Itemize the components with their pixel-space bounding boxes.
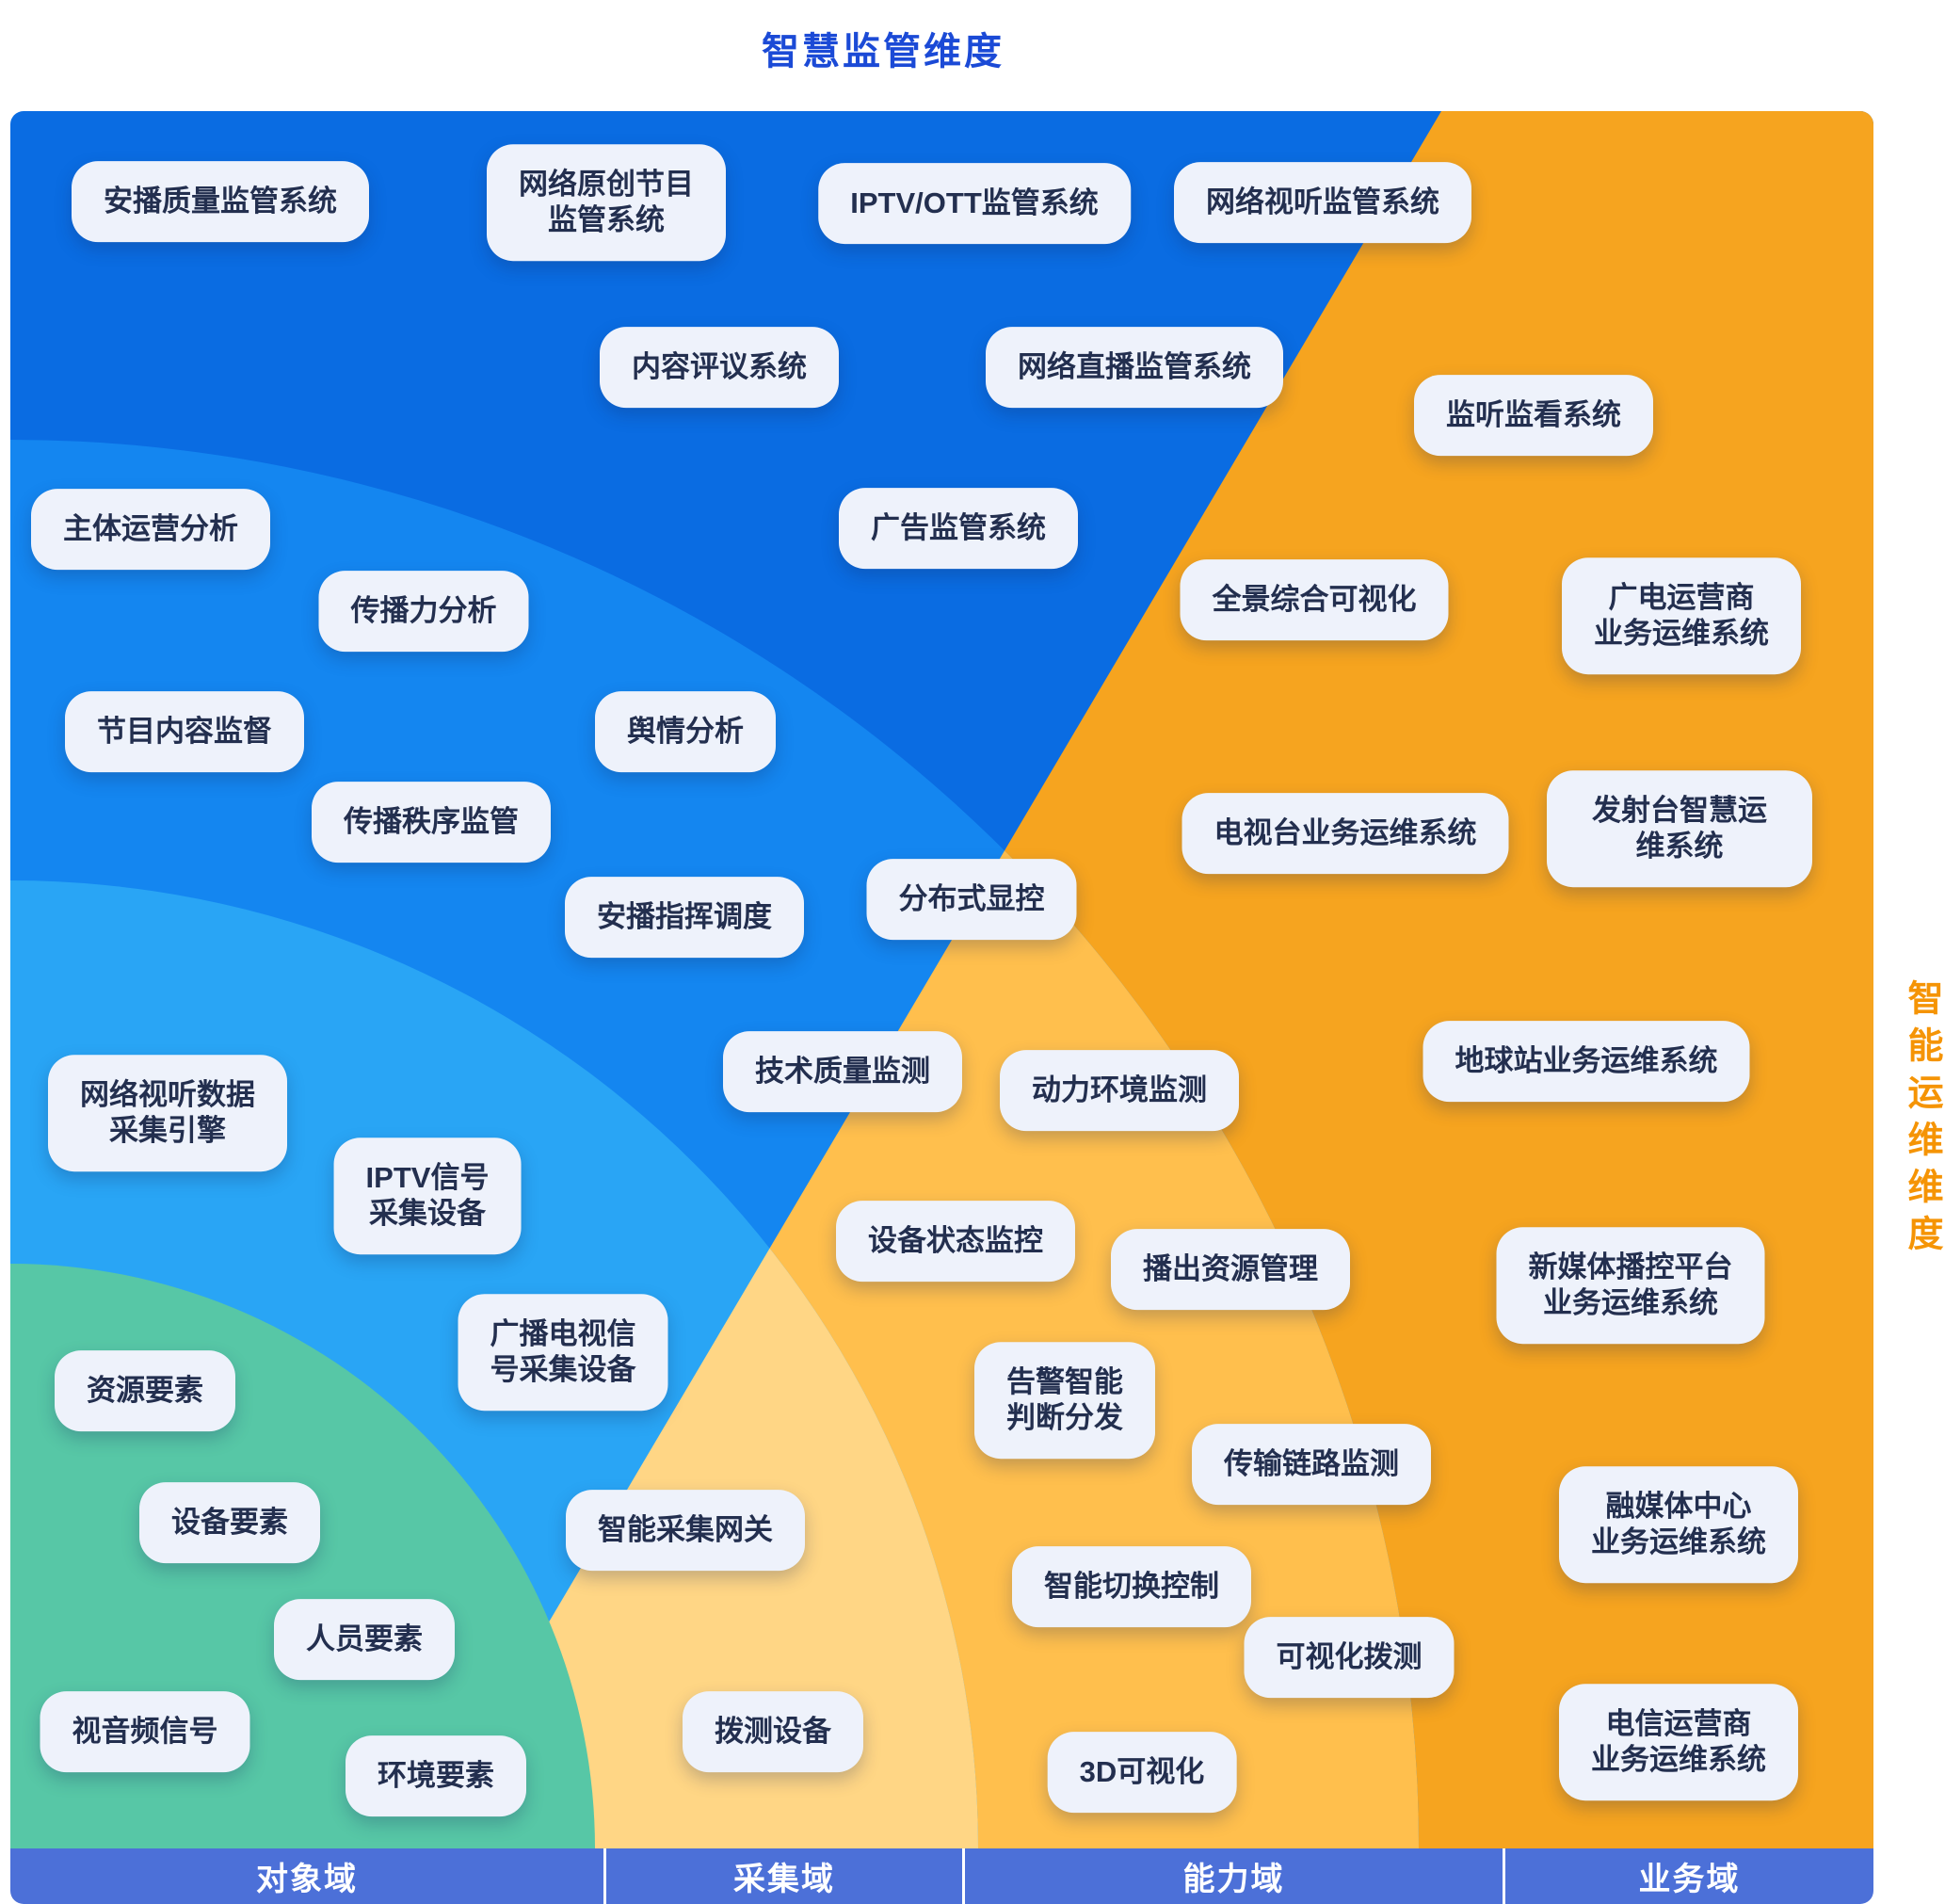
- domain-capability: 能力域: [962, 1848, 1503, 1904]
- node-pill: 智能采集网关: [566, 1490, 805, 1571]
- node-pill: 全景综合可视化: [1180, 559, 1449, 640]
- node-pill: 环境要素: [346, 1735, 526, 1816]
- node-pill: 电信运营商 业务运维系统: [1559, 1684, 1798, 1800]
- node-pill: IPTV/OTT监管系统: [818, 163, 1131, 244]
- domain-collection: 采集域: [603, 1848, 962, 1904]
- node-pill: 内容评议系统: [600, 327, 839, 408]
- node-pill: 广播电视信 号采集设备: [458, 1294, 668, 1411]
- node-pill: 可视化拨测: [1244, 1617, 1455, 1698]
- node-pill: 电视台业务运维系统: [1181, 793, 1509, 874]
- node-pill: 新媒体播控平台 业务运维系统: [1496, 1227, 1765, 1344]
- node-pill: 动力环境监测: [1000, 1050, 1239, 1131]
- node-pill: 广告监管系统: [839, 488, 1078, 569]
- page-title: 智慧监管维度: [762, 31, 1005, 73]
- node-pill: 主体运营分析: [31, 489, 270, 570]
- node-pill: 发射台智慧运维系统: [1547, 770, 1812, 887]
- domain-object: 对象域: [256, 1862, 358, 1897]
- node-pill: 分布式显控: [866, 859, 1077, 940]
- node-pill: 传播秩序监管: [312, 782, 551, 863]
- node-pill: 网络视听监管系统: [1174, 162, 1471, 243]
- node-pill: 告警智能 判断分发: [974, 1342, 1155, 1459]
- node-pill: 智能切换控制: [1012, 1546, 1251, 1627]
- node-pill: 融媒体中心 业务运维系统: [1559, 1466, 1798, 1583]
- node-pill: 传播力分析: [318, 571, 529, 652]
- node-pill: IPTV信号 采集设备: [333, 1138, 522, 1254]
- node-pill: 播出资源管理: [1111, 1229, 1350, 1310]
- background-bands: [10, 111, 1873, 1848]
- domain-bar: 对象域 采集域 能力域 业务域: [10, 1848, 1873, 1904]
- node-pill: 拨测设备: [683, 1691, 863, 1772]
- node-pill: 设备要素: [139, 1482, 320, 1563]
- domain-business: 业务域: [1503, 1848, 1873, 1904]
- node-pill: 网络原创节目 监管系统: [487, 144, 726, 261]
- node-pill: 资源要素: [55, 1350, 235, 1431]
- node-pill: 安播指挥调度: [565, 877, 804, 958]
- node-pill: 3D可视化: [1047, 1732, 1237, 1813]
- node-pill: 舆情分析: [595, 691, 776, 772]
- node-pill: 安播质量监管系统: [72, 161, 369, 242]
- node-pill: 设备状态监控: [836, 1201, 1075, 1282]
- node-pill: 技术质量监测: [723, 1031, 962, 1112]
- node-pill: 节目内容监督: [65, 691, 304, 772]
- node-pill: 监听监看系统: [1414, 375, 1653, 456]
- node-pill: 传输链路监测: [1192, 1424, 1431, 1505]
- node-pill: 人员要素: [274, 1599, 455, 1680]
- node-pill: 地球站业务运维系统: [1423, 1021, 1750, 1102]
- node-pill: 广电运营商 业务运维系统: [1562, 557, 1801, 674]
- side-axis-title: 智能运维维度: [1902, 979, 1941, 1262]
- node-pill: 网络直播监管系统: [986, 327, 1283, 408]
- node-pill: 视音频信号: [40, 1691, 250, 1772]
- node-pill: 网络视听数据 采集引擎: [48, 1055, 287, 1171]
